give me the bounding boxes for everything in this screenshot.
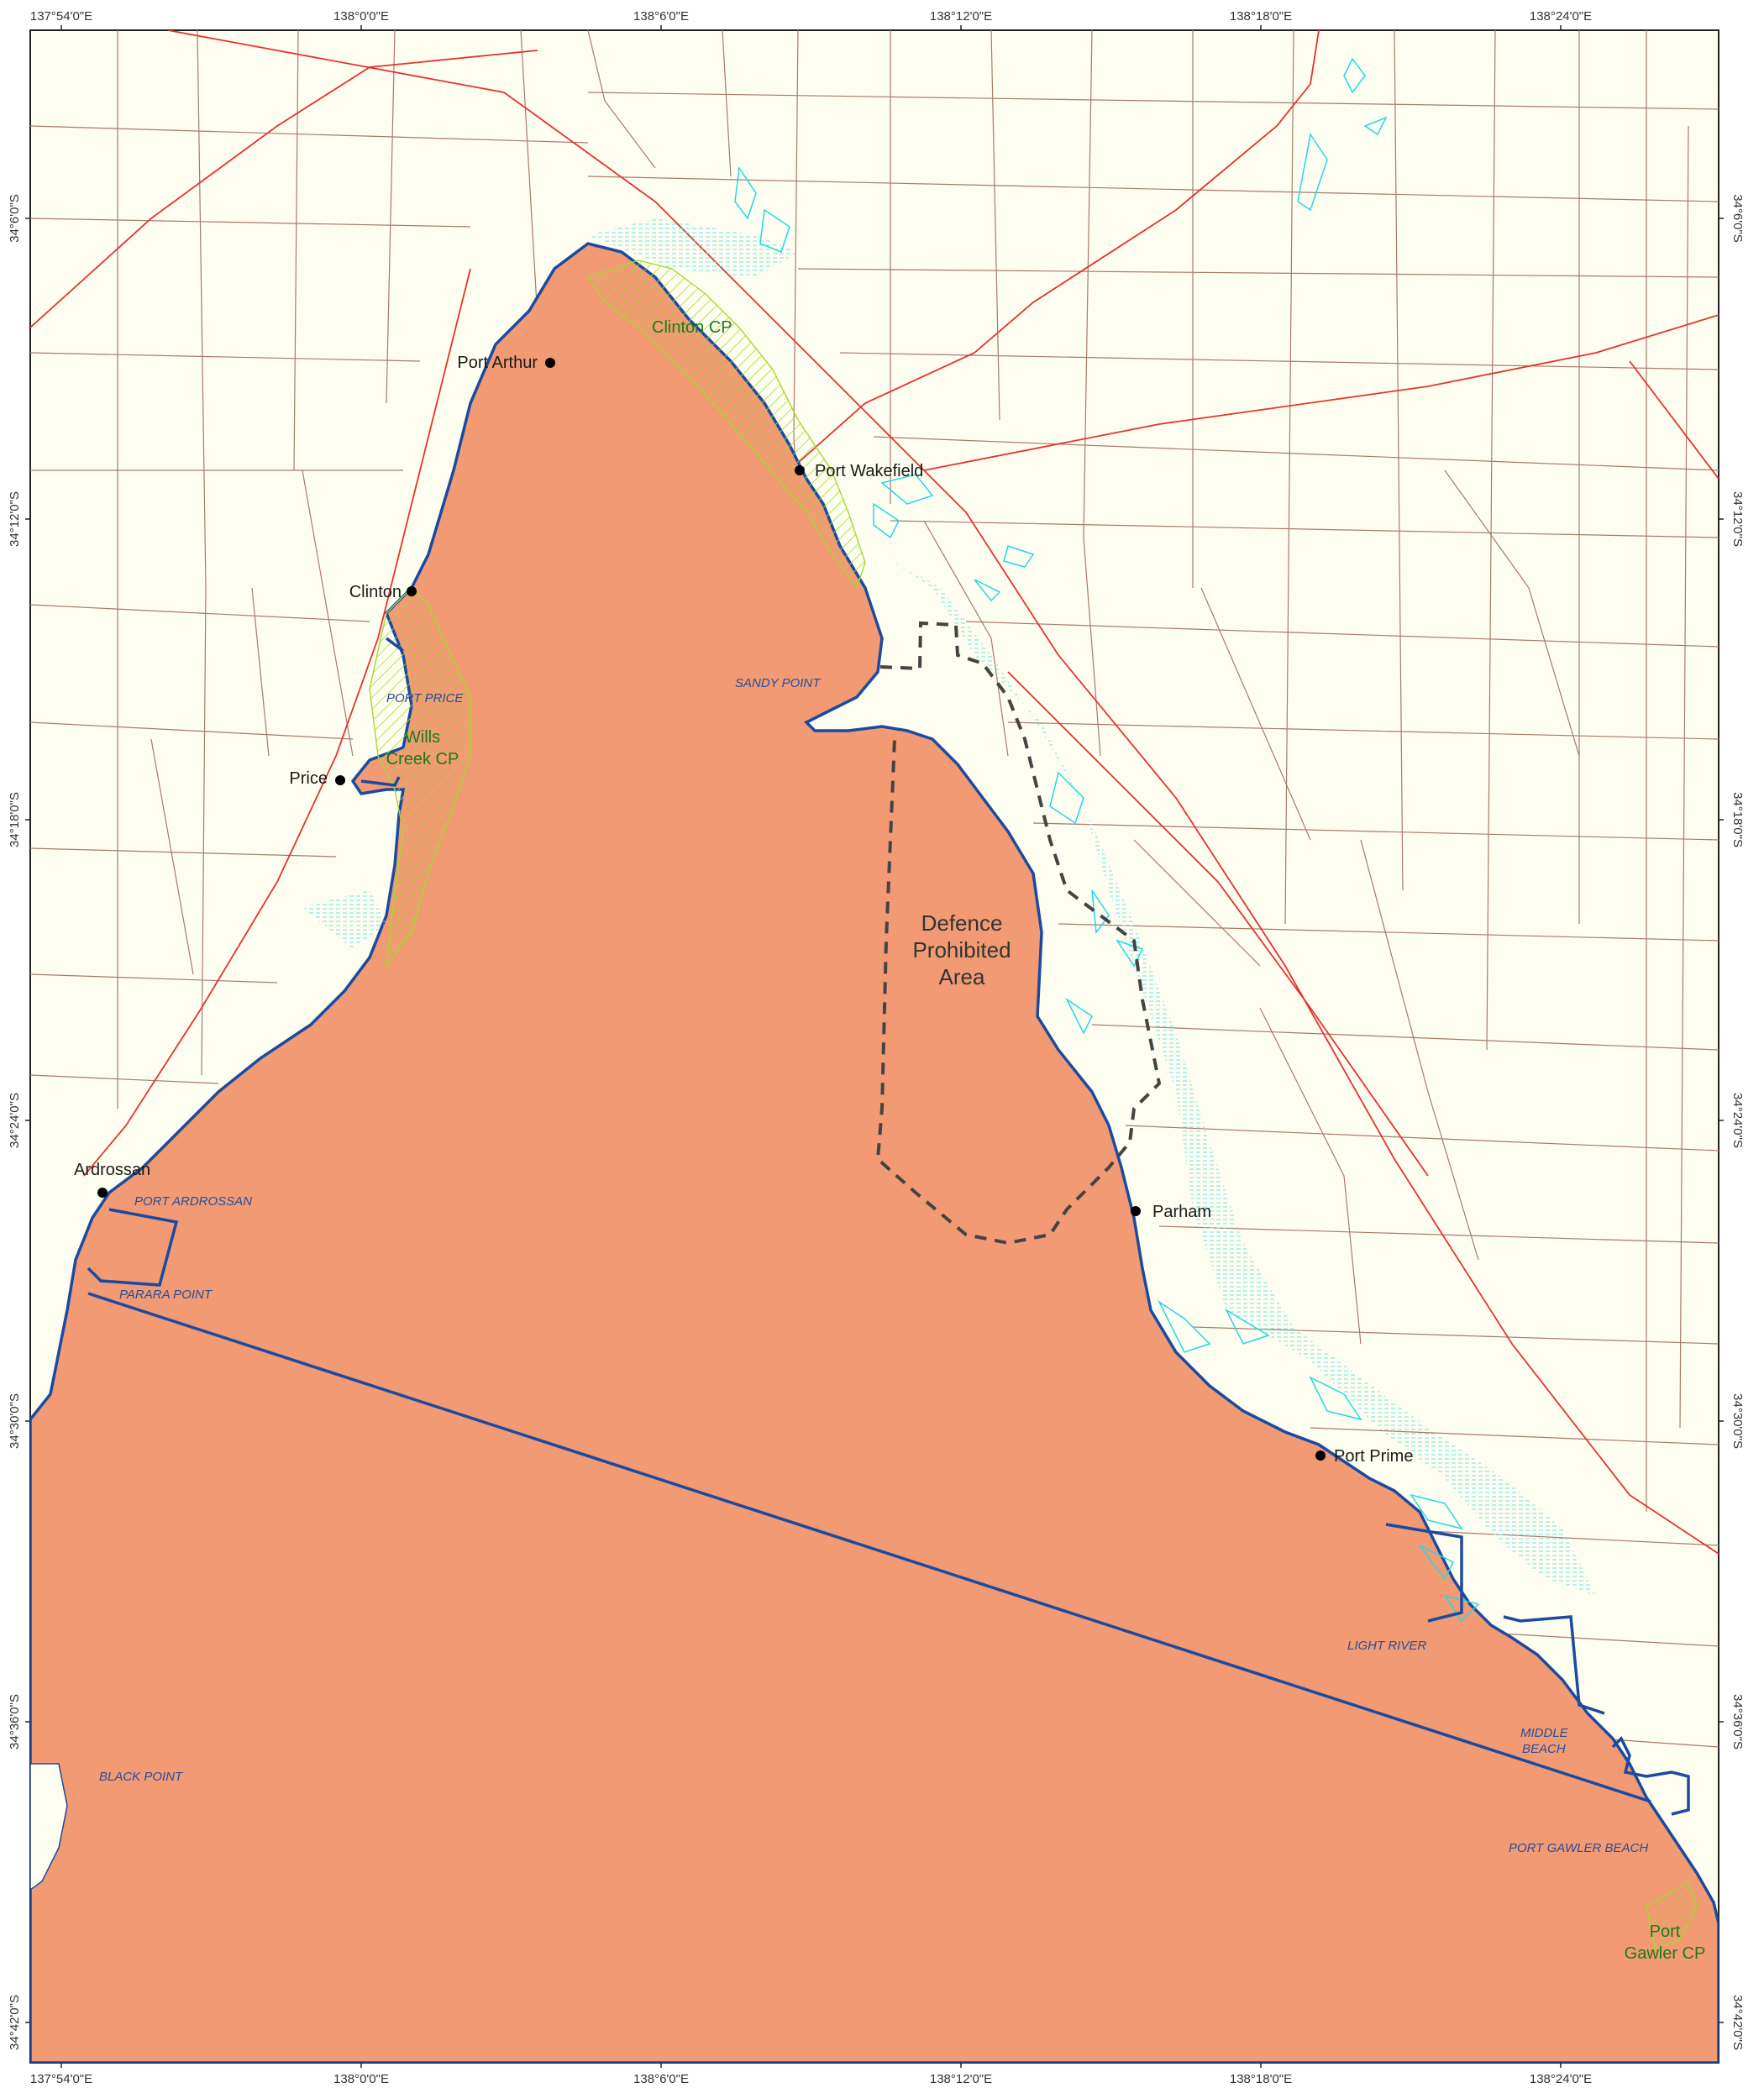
port-gawler-cp-area	[1646, 1880, 1698, 1949]
lat-label: 34°30'0"S	[8, 1393, 22, 1449]
lon-label: 138°24'0"E	[1530, 9, 1592, 24]
place-label: BLACK POINT	[99, 1770, 184, 1784]
clinton-cp-area	[586, 260, 866, 590]
park-label: Clinton CP	[652, 318, 732, 337]
minor-roads	[30, 30, 1719, 1748]
place-label: PORT ARDROSSAN	[134, 1194, 252, 1209]
defence-prohibited-boundary	[875, 621, 1162, 1246]
towns: Port Arthur Port Wakefield Clinton Price…	[74, 354, 1413, 1466]
lat-label: 34°42'0"S	[8, 1995, 22, 2050]
town-dot-port-arthur	[545, 358, 555, 368]
town-label: Port Wakefield	[815, 462, 923, 480]
lat-label: 34°36'0"S	[8, 1694, 22, 1749]
lon-label: 138°6'0"E	[633, 2072, 689, 2086]
park-label: Creek CP	[386, 750, 459, 768]
black-point-land	[30, 1763, 68, 1891]
town-label: Price	[289, 769, 328, 788]
lat-label: 34°24'0"S	[8, 1093, 22, 1148]
zone-label-line: Defence	[921, 910, 1003, 936]
lon-label: 137°54'0"E	[30, 2072, 92, 2086]
lon-label: 138°18'0"E	[1230, 2072, 1292, 2086]
town-dot-price	[335, 775, 345, 785]
place-label: LIGHT RIVER	[1347, 1639, 1426, 1653]
lon-label: 138°6'0"E	[633, 9, 689, 24]
lon-label: 138°0'0"E	[333, 2072, 389, 2086]
lat-label: 34°12'0"S	[8, 491, 22, 547]
place-label: BEACH	[1522, 1742, 1566, 1756]
park-label: Port	[1650, 1923, 1681, 1941]
town-dot-port-wakefield	[795, 465, 805, 475]
lat-label: 34°12'0"S	[1730, 491, 1745, 547]
lon-label: 138°0'0"E	[333, 9, 389, 24]
town-dot-clinton	[407, 586, 417, 596]
place-label: PORT GAWLER BEACH	[1509, 1841, 1648, 1855]
sanctuary-boundary	[87, 637, 1690, 1816]
lon-label: 138°18'0"E	[1230, 9, 1292, 24]
graticule: 137°54'0"E 138°0'0"E 138°6'0"E 138°12'0"…	[8, 9, 1745, 2086]
park-label: Wills	[405, 728, 440, 747]
town-label: Port Arthur	[457, 354, 538, 372]
town-dot-ardrossan	[97, 1188, 108, 1198]
lat-label: 34°24'0"S	[1730, 1093, 1745, 1148]
place-label: MIDDLE	[1520, 1726, 1569, 1740]
town-label: Ardrossan	[74, 1161, 150, 1179]
lat-label: 34°36'0"S	[1730, 1694, 1745, 1749]
lon-label: 137°54'0"E	[30, 9, 92, 24]
place-label: SANDY POINT	[735, 676, 822, 690]
place-labels: PORT PRICE SANDY POINT PORT ARDROSSAN PA…	[99, 676, 1648, 1855]
lat-label: 34°30'0"S	[1730, 1393, 1745, 1449]
major-roads	[30, 30, 1719, 1555]
lat-label: 34°6'0"S	[1730, 194, 1745, 243]
lat-label: 34°18'0"S	[1730, 792, 1745, 847]
place-label: PORT PRICE	[386, 691, 464, 706]
lat-label: 34°42'0"S	[1730, 1995, 1745, 2050]
town-label: Port Prime	[1334, 1447, 1413, 1466]
place-label: PARARA POINT	[119, 1288, 213, 1302]
lon-label: 138°12'0"E	[930, 2072, 992, 2086]
lon-label: 138°24'0"E	[1530, 2072, 1592, 2086]
wills-creek-cp-area	[369, 587, 471, 968]
park-label: Gawler CP	[1625, 1944, 1706, 1963]
town-dot-parham	[1131, 1206, 1141, 1216]
lon-label: 138°12'0"E	[930, 9, 992, 24]
park-labels: Clinton CP Wills Creek CP Port Gawler CP	[386, 318, 1706, 1963]
town-label: Parham	[1152, 1203, 1211, 1221]
lat-label: 34°18'0"S	[8, 792, 22, 847]
lat-label: 34°6'0"S	[8, 194, 22, 243]
zone-label-line: Prohibited	[912, 937, 1011, 963]
defence-zone-label: Defence Prohibited Area	[912, 910, 1011, 989]
tidal-flats	[302, 218, 1596, 1596]
town-dot-port-prime	[1315, 1450, 1326, 1461]
zone-label-line: Area	[939, 964, 985, 989]
town-label: Clinton	[349, 583, 402, 601]
